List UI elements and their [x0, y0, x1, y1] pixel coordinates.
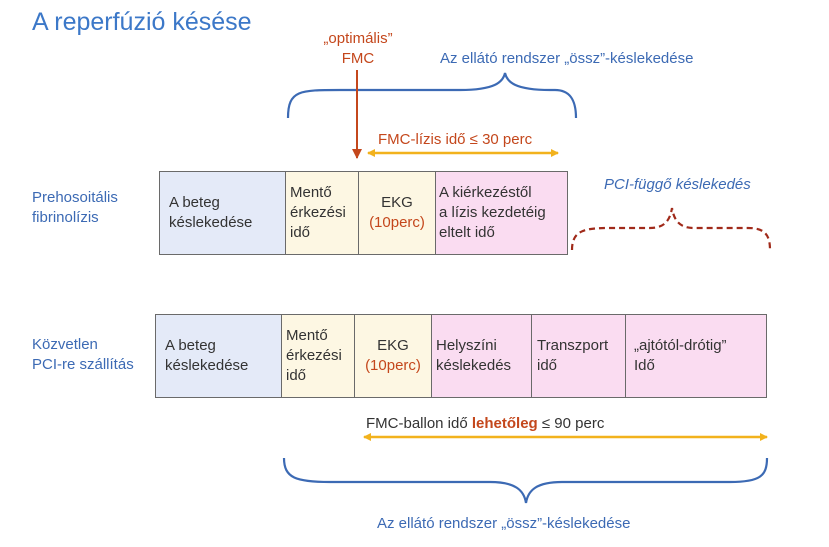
fmc-label: „optimális” FMC	[318, 29, 398, 69]
row1-ambulance-line3: idő	[290, 224, 311, 241]
row2-door-line2: Idő	[634, 357, 655, 374]
row2-scene-delay-box: Helyszíni késlekedés	[431, 314, 532, 398]
row1-ecg-line2: (10perc)	[369, 214, 425, 231]
pci-dependent-dashed-brace	[570, 207, 772, 251]
row2-door-to-wire-box: „ajtótól-drótig” Idő	[625, 314, 767, 398]
row1-lysis-line2: a lízis kezdetéig	[439, 204, 546, 221]
row2-label-line2: PCI-re szállítás	[32, 356, 134, 373]
top-system-delay-label: Az ellátó rendszer „össz”-késlekedése	[440, 50, 694, 67]
row1-ecg-line1: EKG	[381, 194, 413, 211]
bottom-system-delay-label: Az ellátó rendszer „össz”-késlekedése	[377, 515, 631, 532]
row2-ambulance-line2: érkezési	[286, 347, 342, 364]
row1-ecg-box: EKG (10perc)	[358, 171, 436, 255]
fmc-balloon-suffix: ≤ 90 perc	[537, 415, 605, 432]
top-curly-brace	[286, 72, 578, 119]
row2-transport-line1: Transzport	[537, 337, 609, 354]
row1-label: Prehosoitális fibrinolízis	[32, 188, 118, 228]
bottom-curly-brace	[282, 457, 769, 504]
row2-ecg-line1: EKG	[377, 337, 409, 354]
row2-label-line1: Közvetlen	[32, 336, 98, 353]
row2-ambulance-line3: idő	[286, 367, 307, 384]
row1-patient-delay-line2: késlekedése	[169, 214, 253, 231]
row2-scene-line2: késlekedés	[436, 357, 512, 374]
row2-ecg-line2: (10perc)	[365, 357, 421, 374]
fmc-label-line1: „optimális”	[323, 30, 393, 47]
fmc-balloon-prefix: FMC-ballon idő	[366, 415, 472, 432]
row1-lysis-line1: A kiérkezéstől	[439, 184, 532, 201]
row1-label-line1: Prehosoitális	[32, 189, 118, 206]
row1-patient-delay-line1: A beteg	[169, 194, 220, 211]
row1-lysis-line3: eltelt idő	[439, 224, 495, 241]
fmc-lysis-time-label: FMC-lízis idő ≤ 30 perc	[378, 131, 533, 148]
row2-label: Közvetlen PCI-re szállítás	[32, 335, 134, 375]
row1-ambulance-line1: Mentő	[290, 184, 332, 201]
page-title: A reperfúzió késése	[32, 8, 252, 36]
row2-door-line1: „ajtótól-drótig”	[634, 337, 727, 354]
row2-transport-time-box: Transzport idő	[531, 314, 626, 398]
row2-ambulance-arrival-box: Mentő érkezési idő	[281, 314, 355, 398]
row2-patient-delay-line1: A beteg	[165, 337, 216, 354]
fmc-label-line2: FMC	[341, 50, 375, 67]
row1-lysis-time-box: A kiérkezéstől a lízis kezdetéig eltelt …	[435, 171, 568, 255]
row2-ambulance-line1: Mentő	[286, 327, 328, 344]
row2-patient-delay-line2: késlekedése	[165, 357, 249, 374]
row2-scene-line1: Helyszíni	[436, 337, 497, 354]
row1-label-line2: fibrinolízis	[32, 209, 99, 226]
pci-dependent-delay-label: PCI-függő késlekedés	[604, 176, 751, 193]
fmc-balloon-time-label: FMC-ballon idő lehetőleg ≤ 90 perc	[366, 414, 604, 434]
row1-patient-delay-box: A beteg késlekedése	[159, 171, 286, 255]
fmc-balloon-emphasis: lehetőleg	[471, 415, 538, 432]
row1-ambulance-arrival-box: Mentő érkezési idő	[285, 171, 359, 255]
row2-transport-line2: idő	[537, 357, 558, 374]
row1-ambulance-line2: érkezési	[290, 204, 346, 221]
row2-patient-delay-box: A beteg késlekedése	[155, 314, 282, 398]
